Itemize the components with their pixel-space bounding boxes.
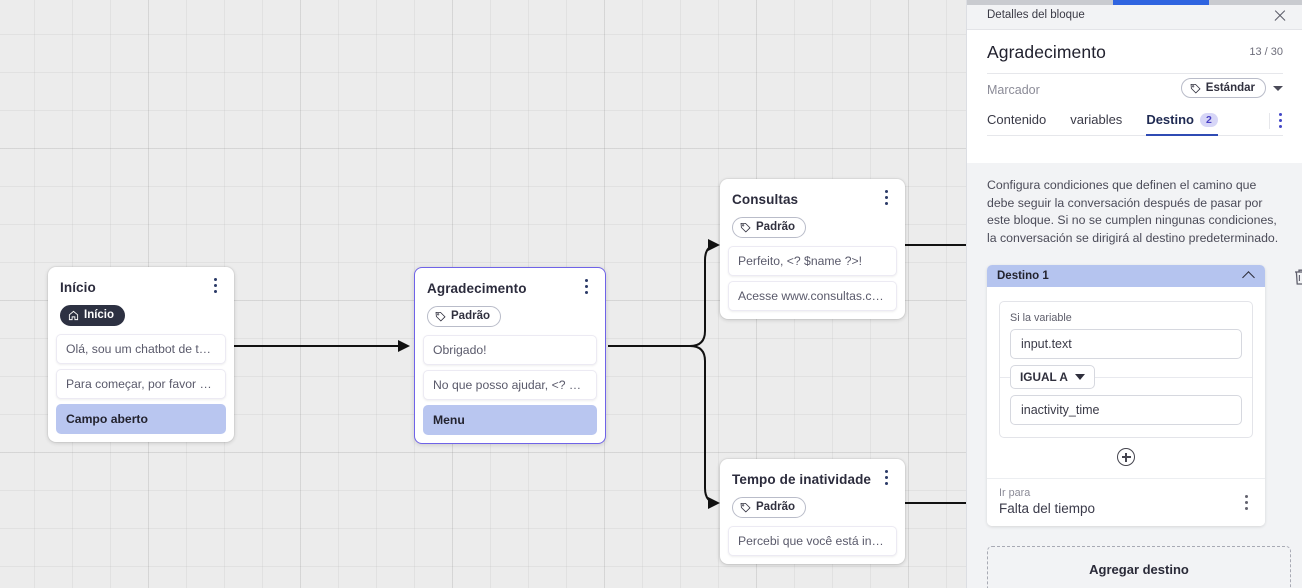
operator-value: IGUAL A (1020, 370, 1068, 384)
progress-bar (967, 0, 1302, 5)
node-message[interactable]: Percebi que você está inativo. C... (728, 526, 897, 556)
destino-card-header[interactable]: Destino 1 (987, 265, 1265, 287)
tab-label: variables (1070, 112, 1123, 127)
tag-icon (435, 311, 446, 322)
add-condition-row (987, 438, 1265, 478)
edge-agradecimento-inatividade (689, 345, 720, 509)
add-destination-label: Agregar destino (1089, 561, 1189, 577)
panel-main: Agradecimento 13 / 30 Marcador Estándar (967, 30, 1302, 588)
compare-value-input[interactable]: inactivity_time (1010, 395, 1242, 425)
close-icon[interactable] (1271, 7, 1289, 25)
node-header: Início Início (48, 267, 234, 334)
block-title-row: Agradecimento 13 / 30 (987, 30, 1283, 74)
flow-node-consultas[interactable]: Consultas Padrão Perfeito, <? $name ?>! … (720, 179, 905, 319)
plus-circle-icon[interactable] (1117, 448, 1135, 466)
node-header: Consultas Padrão (720, 179, 905, 246)
node-message[interactable]: Obrigado! (423, 335, 597, 365)
node-body: Perfeito, <? $name ?>! Acesse www.consul… (720, 246, 905, 311)
flow-canvas[interactable]: Início Início Olá, sou um chatbot de tes… (0, 0, 968, 588)
compare-value: inactivity_time (1021, 403, 1100, 417)
destino-card: Destino 1 Si la variable input.text (987, 265, 1265, 526)
destino-description: Configura condiciones que definen el cam… (987, 178, 1279, 245)
destino-card-title: Destino 1 (997, 270, 1049, 282)
node-menu-button[interactable] (578, 279, 594, 297)
condition-label: Si la variable (1010, 312, 1072, 324)
destino-tab-content: Configura condiciones que definen el cam… (967, 163, 1302, 588)
node-tag[interactable]: Início (60, 305, 126, 326)
node-message[interactable]: Olá, sou um chatbot de teste! (56, 334, 226, 364)
goto-label: Ir para (999, 487, 1031, 499)
flow-node-inicio[interactable]: Início Início Olá, sou um chatbot de tes… (48, 267, 234, 442)
flow-edges (233, 239, 968, 509)
divider (1000, 377, 1252, 378)
node-title: Agradecimento (427, 281, 527, 296)
node-body: Obrigado! No que posso ajudar, <? $name … (415, 335, 605, 435)
chevron-down-icon[interactable] (1273, 85, 1283, 91)
goto-section[interactable]: Ir para Falta del tiempo (987, 478, 1265, 526)
node-tag-label: Início (84, 309, 115, 321)
operator-select[interactable]: IGUAL A (1010, 365, 1095, 389)
marker-label: Marcador (987, 83, 1040, 97)
progress-bar-fill (1113, 0, 1209, 5)
node-menu-button[interactable] (878, 190, 894, 208)
panel-header: Detalles del bloque (967, 5, 1302, 30)
node-menu-button[interactable] (207, 278, 223, 296)
node-message[interactable]: Para começar, por favor digite o ... (56, 369, 226, 399)
goto-menu-button[interactable] (1239, 495, 1253, 511)
node-tag[interactable]: Padrão (732, 217, 806, 238)
tab-contenido[interactable]: Contenido (987, 112, 1046, 136)
condition-box: Si la variable input.text IGUAL A (999, 301, 1253, 438)
page-title: Agradecimento (987, 42, 1107, 62)
node-tag[interactable]: Padrão (732, 497, 806, 518)
marker-row: Marcador Estándar (987, 74, 1283, 106)
panel-header-title: Detalles del bloque (987, 9, 1085, 21)
tab-variables[interactable]: variables (1070, 112, 1122, 136)
node-tag-label: Padrão (756, 501, 795, 513)
destino-card-wrapper: Destino 1 Si la variable input.text (987, 265, 1302, 526)
node-message[interactable]: No que posso ajudar, <? $name ... (423, 370, 597, 400)
home-icon (68, 310, 79, 321)
tag-icon (1190, 83, 1201, 94)
block-details-panel: Detalles del bloque Agradecimento 13 / 3… (966, 0, 1302, 588)
goto-value: Falta del tiempo (999, 501, 1096, 516)
chevron-up-icon[interactable] (1242, 271, 1255, 284)
tab-label: Destino (1146, 112, 1194, 127)
tag-icon (740, 502, 751, 513)
flow-node-tempo-de-inatividade[interactable]: Tempo de inatividade Padrão Percebi que … (720, 459, 905, 564)
node-message-highlight[interactable]: Campo aberto (56, 404, 226, 434)
node-title: Início (60, 280, 96, 295)
node-message[interactable]: Acesse www.consultas.com par... (728, 281, 897, 311)
node-body: Percebi que você está inativo. C... (720, 526, 905, 556)
node-body: Olá, sou um chatbot de teste! Para começ… (48, 334, 234, 434)
operator-row: IGUAL A (1000, 359, 1252, 395)
node-header: Tempo de inatividade Padrão (720, 459, 905, 526)
node-title: Tempo de inatividade (732, 472, 872, 487)
variable-input[interactable]: input.text (1010, 329, 1242, 359)
panel-tabs: Contenido variables Destino 2 (987, 106, 1283, 136)
marker-badge[interactable]: Estándar (1180, 78, 1266, 98)
add-destination-button[interactable]: Agregar destino (987, 546, 1291, 588)
trash-glyph (1295, 269, 1302, 285)
trash-icon[interactable] (1293, 268, 1302, 286)
edge-agradecimento-consultas (689, 239, 720, 347)
node-title: Consultas (732, 192, 799, 207)
node-tag[interactable]: Padrão (427, 306, 501, 327)
tag-icon (740, 222, 751, 233)
character-counter: 13 / 30 (1249, 46, 1283, 58)
marker-badge-label: Estándar (1205, 82, 1255, 94)
node-menu-button[interactable] (878, 470, 894, 488)
node-header: Agradecimento Padrão (415, 268, 605, 335)
chevron-down-icon (1074, 374, 1085, 380)
marker-control: Estándar (1180, 78, 1283, 98)
node-tag-label: Padrão (756, 221, 795, 233)
tab-label: Contenido (987, 112, 1047, 127)
node-message-highlight[interactable]: Menu (423, 405, 597, 435)
variable-input-value: input.text (1021, 337, 1072, 351)
tab-destino[interactable]: Destino 2 (1146, 112, 1218, 136)
flow-node-agradecimento[interactable]: Agradecimento Padrão Obrigado! No que po… (414, 267, 606, 444)
node-tag-label: Padrão (451, 310, 490, 322)
tab-badge: 2 (1199, 112, 1218, 127)
node-message[interactable]: Perfeito, <? $name ?>! (728, 246, 897, 276)
tabs-overflow-menu-button[interactable] (1269, 113, 1283, 129)
